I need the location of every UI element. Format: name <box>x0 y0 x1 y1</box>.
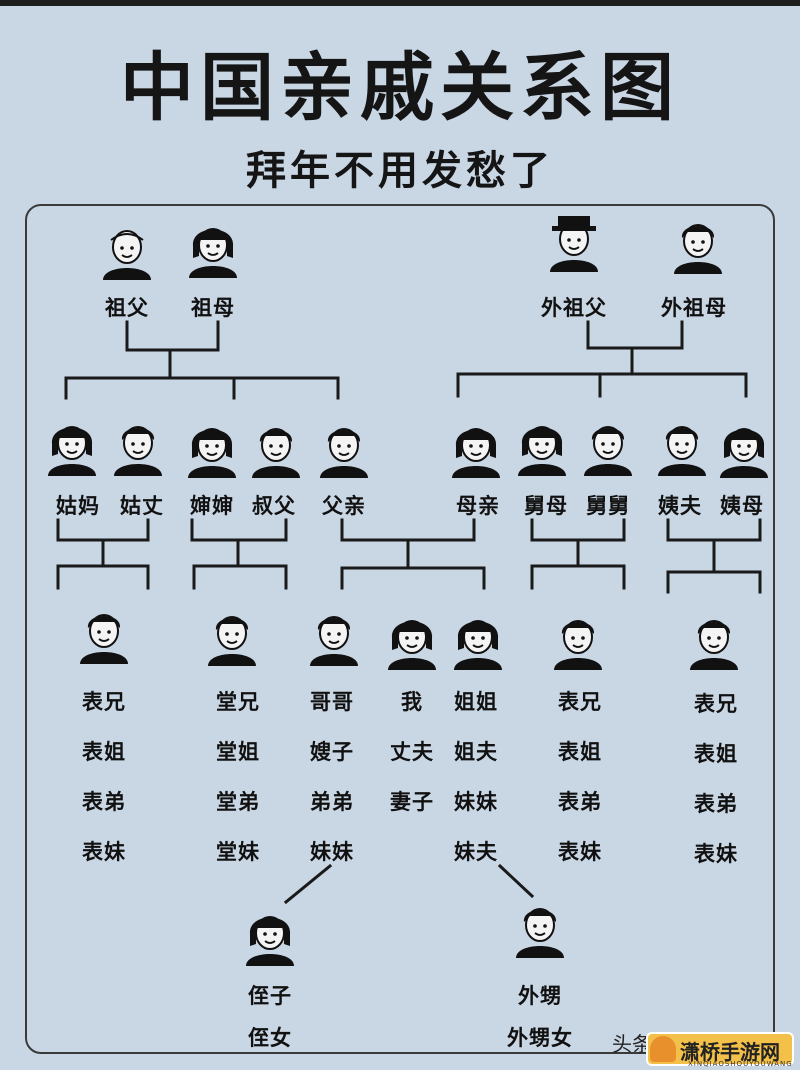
label-uncle-kid: 堂弟 <box>216 789 260 814</box>
line-maternal-uncle-couple <box>530 518 626 590</box>
person-avatar-icon <box>510 898 570 962</box>
label-aunt-kid: 表姐 <box>82 739 126 764</box>
label-mat-uncle-kid: 表弟 <box>558 789 602 814</box>
label-brother-col: 哥哥 <box>310 689 354 714</box>
label-paternal-uncle: 叔父 <box>252 493 296 518</box>
person-avatar-icon <box>446 418 506 482</box>
person-avatar-icon <box>97 220 157 284</box>
label-niece: 侄女 <box>248 1025 292 1050</box>
person-avatar-icon <box>183 218 243 282</box>
label-maternal-aunt-husband: 姨夫 <box>658 493 702 518</box>
label-nephew: 侄子 <box>248 983 292 1008</box>
person-avatar-icon <box>246 418 306 482</box>
house-icon <box>650 1036 676 1062</box>
label-mat-uncle-kid: 表妹 <box>558 839 602 864</box>
person-avatar-icon <box>240 906 300 970</box>
label-maternal-grandmother: 外祖母 <box>661 295 727 320</box>
person-avatar-icon <box>448 610 508 674</box>
label-sister-son: 外甥 <box>518 983 562 1008</box>
person-avatar-icon <box>182 418 242 482</box>
watermark-logo-text: 潇桥手游网 <box>680 1040 780 1064</box>
label-sister-col: 姐姐 <box>454 689 498 714</box>
label-aunt-kid: 表妹 <box>82 839 126 864</box>
page-title: 中国亲戚关系图 <box>120 45 680 131</box>
label-brother-col: 弟弟 <box>310 789 354 814</box>
person-avatar-icon <box>382 610 442 674</box>
line-paternal-grandparents <box>64 320 340 400</box>
label-uncle-kid: 堂妹 <box>216 839 260 864</box>
person-avatar-icon <box>548 610 608 674</box>
label-paternal-aunt: 姑妈 <box>56 493 100 518</box>
person-avatar-icon <box>668 214 728 278</box>
top-bar <box>0 0 800 6</box>
label-father: 父亲 <box>322 493 366 518</box>
label-sister-col: 妹妹 <box>454 789 498 814</box>
label-paternal-aunt-husband: 姑丈 <box>120 493 164 518</box>
label-grandmother: 祖母 <box>191 295 235 320</box>
person-avatar-icon <box>42 416 102 480</box>
person-avatar-icon <box>714 418 774 482</box>
label-brother-col: 嫂子 <box>310 739 354 764</box>
person-avatar-icon <box>202 606 262 670</box>
person-avatar-icon <box>652 416 712 480</box>
label-sister-daughter: 外甥女 <box>507 1025 573 1050</box>
label-mat-aunt-kid: 表弟 <box>694 791 738 816</box>
label-maternal-grandfather: 外祖父 <box>541 295 607 320</box>
label-maternal-uncle: 舅舅 <box>586 493 630 518</box>
watermark-source: 头条 <box>612 1032 652 1056</box>
watermark-logo-subtext: XINQIAOSHOUYOUWANG <box>688 1060 793 1068</box>
person-avatar-icon <box>512 416 572 480</box>
label-mat-aunt-kid: 表姐 <box>694 741 738 766</box>
label-brother-col: 妹妹 <box>310 839 354 864</box>
label-mat-aunt-kid: 表妹 <box>694 841 738 866</box>
person-avatar-icon <box>684 610 744 674</box>
label-mat-aunt-kid: 表兄 <box>694 691 738 716</box>
label-mat-uncle-kid: 表兄 <box>558 689 602 714</box>
person-avatar-icon <box>578 416 638 480</box>
diagram-frame <box>25 204 775 1054</box>
line-aunt-couple <box>56 518 150 590</box>
label-aunt-kid: 表弟 <box>82 789 126 814</box>
label-mother: 母亲 <box>456 493 500 518</box>
person-avatar-icon <box>314 418 374 482</box>
line-uncle-couple <box>190 518 288 590</box>
label-me: 我 <box>401 689 423 714</box>
label-maternal-uncle-wife: 舅母 <box>524 493 568 518</box>
line-parents <box>340 518 486 590</box>
label-grandfather: 祖父 <box>105 295 149 320</box>
label-sister-col: 妹夫 <box>454 839 498 864</box>
label-sister-col: 姐夫 <box>454 739 498 764</box>
person-avatar-icon <box>544 212 604 276</box>
label-uncle-kid: 堂姐 <box>216 739 260 764</box>
label-maternal-aunt: 姨母 <box>720 493 764 518</box>
label-uncle-kid: 堂兄 <box>216 689 260 714</box>
line-nephew <box>283 863 333 905</box>
label-mat-uncle-kid: 表姐 <box>558 739 602 764</box>
person-avatar-icon <box>108 416 168 480</box>
person-avatar-icon <box>74 604 134 668</box>
line-maternal-grandparents <box>456 320 748 398</box>
line-sister-kids <box>497 863 535 899</box>
person-avatar-icon <box>304 606 364 670</box>
label-me-col: 丈夫 <box>390 739 434 764</box>
line-maternal-aunt-couple <box>666 518 762 594</box>
label-aunt-kid: 表兄 <box>82 689 126 714</box>
label-me-col: 妻子 <box>390 789 434 814</box>
page-subtitle: 拜年不用发愁了 <box>246 147 554 194</box>
label-uncle-wife: 婶婶 <box>190 493 234 518</box>
